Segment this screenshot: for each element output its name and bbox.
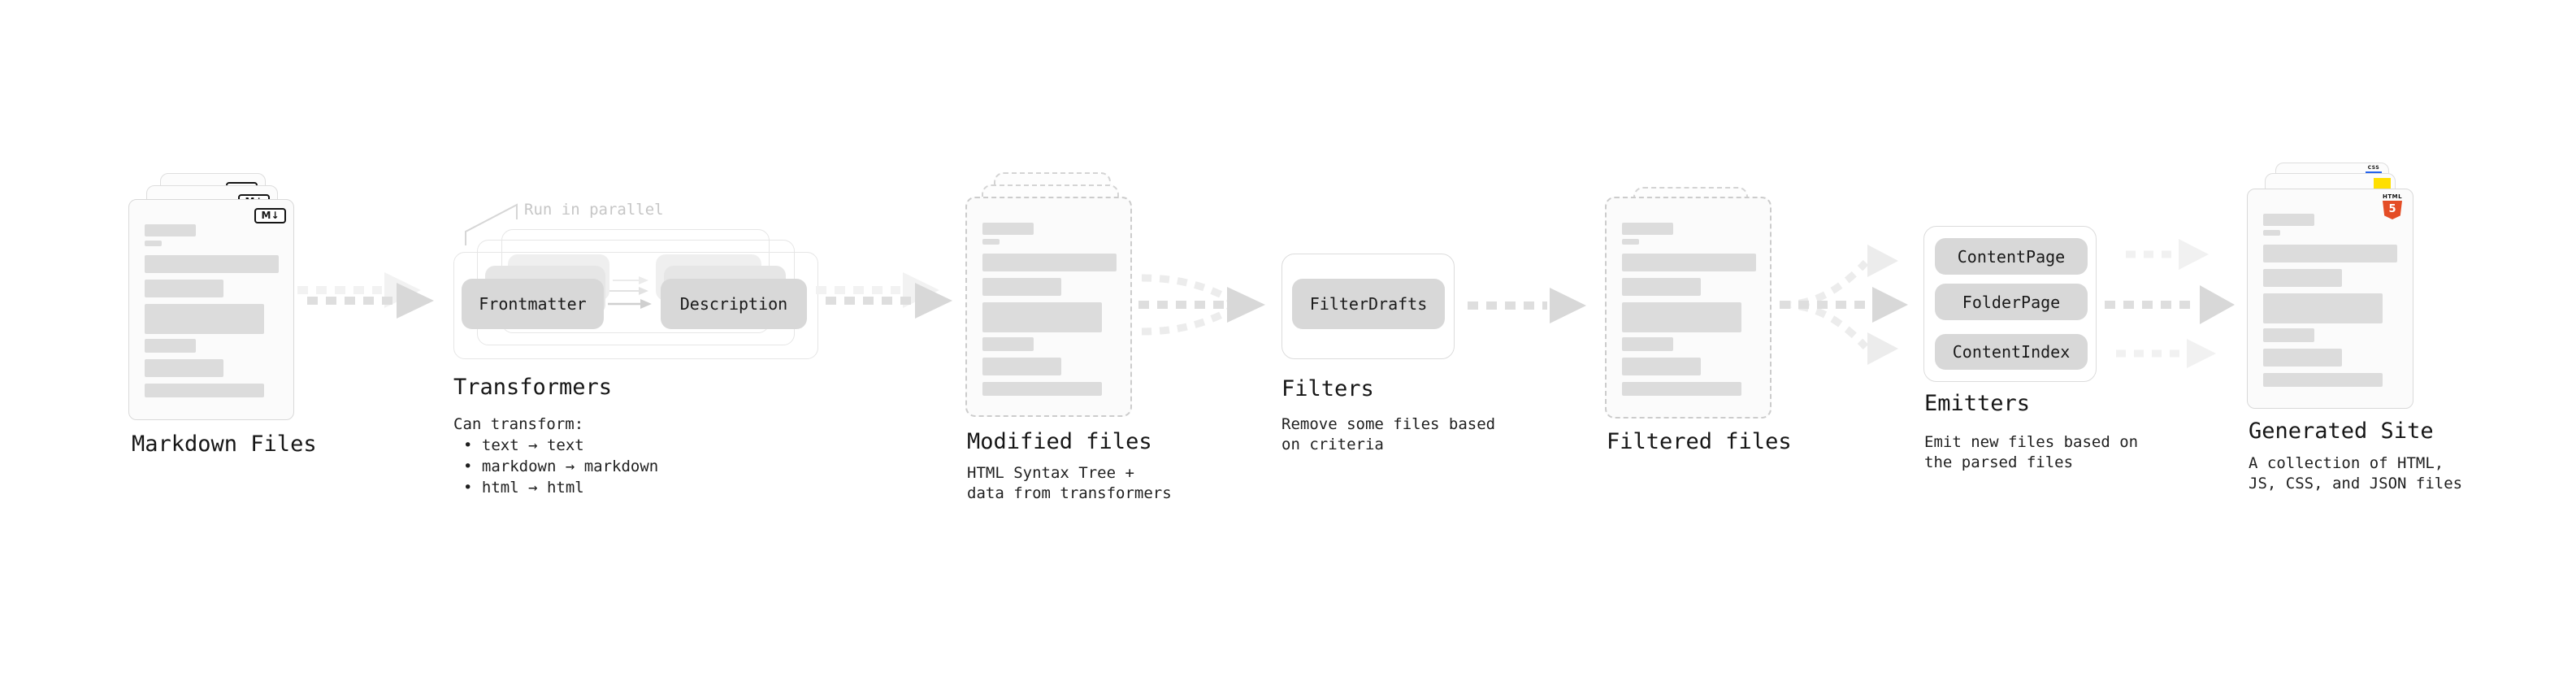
arrow-markdown-to-transformers-icon — [297, 272, 434, 319]
doc-content-placeholder — [982, 223, 1117, 396]
emitters-title: Emitters — [1924, 391, 2031, 416]
transformer-layer-front — [453, 252, 818, 359]
placeholder-bar — [1622, 337, 1673, 351]
doc-content-placeholder — [145, 224, 279, 397]
placeholder-bar — [145, 339, 196, 353]
run-in-parallel-label: Run in parallel — [524, 201, 664, 219]
placeholder-bar — [2263, 245, 2397, 262]
placeholder-bar — [145, 280, 223, 297]
placeholder-bar — [1622, 239, 1639, 245]
generated-site-description: A collection of HTML, JS, CSS, and JSON … — [2249, 454, 2463, 492]
markdown-icon: M↓ — [254, 208, 286, 223]
emitters-description: Emit new files based on the parsed files — [1924, 433, 2139, 471]
markdown-files-title: Markdown Files — [132, 432, 317, 457]
placeholder-bar — [982, 302, 1102, 332]
arrow-modified-to-filters-icon — [1138, 274, 1265, 336]
generated-html-file-card: HTML 5 — [2247, 189, 2413, 409]
transformers-description: Can transform: • text → text • markdown … — [453, 414, 658, 498]
placeholder-bar — [1622, 254, 1756, 271]
placeholder-bar — [1622, 302, 1741, 332]
modified-files-description: HTML Syntax Tree + data from transformer… — [967, 464, 1172, 502]
placeholder-bar — [145, 304, 264, 334]
placeholder-bar — [1622, 223, 1673, 235]
placeholder-bar — [982, 239, 1000, 245]
generated-site-group: CSS HTML 5 — [2247, 163, 2418, 414]
placeholder-bar — [982, 254, 1117, 271]
contentpage-node: ContentPage — [1935, 238, 2088, 275]
modified-files-group — [965, 172, 1136, 424]
transformers-title: Transformers — [453, 375, 613, 400]
placeholder-bar — [145, 224, 196, 236]
filtered-file-card-front — [1605, 197, 1772, 419]
placeholder-bar — [2263, 214, 2314, 226]
placeholder-bar — [145, 255, 279, 273]
html5-logo-icon: HTML 5 — [2382, 193, 2403, 219]
placeholder-bar — [145, 241, 162, 246]
placeholder-bar — [982, 382, 1102, 396]
placeholder-bar — [2263, 349, 2342, 367]
filters-title: Filters — [1281, 376, 1374, 401]
doc-content-placeholder — [1622, 223, 1756, 396]
arrow-emitters-to-generated-icon — [2105, 239, 2235, 368]
doc-content-placeholder — [2263, 214, 2397, 387]
folderpage-node: FolderPage — [1935, 284, 2088, 320]
transformers-intro: Can transform: — [453, 415, 584, 433]
placeholder-bar — [1622, 358, 1701, 375]
transform-bullet: • text → text — [463, 436, 584, 454]
placeholder-bar — [2263, 293, 2383, 323]
arrow-transformers-to-modified-icon — [816, 272, 952, 319]
emitters-panel: ContentPage FolderPage ContentIndex — [1923, 226, 2097, 382]
placeholder-bar — [2263, 230, 2280, 236]
placeholder-bar — [982, 358, 1061, 375]
javascript-file-icon — [2374, 178, 2391, 189]
arrow-filters-to-filtered-icon — [1468, 288, 1586, 323]
description-node: Description — [661, 279, 807, 329]
css-file-icon: CSS — [2366, 166, 2382, 174]
modified-files-title: Modified files — [967, 429, 1152, 454]
filters-description: Remove some files based on criteria — [1281, 415, 1496, 453]
placeholder-bar — [2263, 269, 2342, 287]
run-in-parallel-bracket-icon — [465, 203, 518, 245]
placeholder-bar — [982, 223, 1034, 235]
placeholder-bar — [2263, 328, 2314, 342]
placeholder-bar — [145, 384, 264, 397]
markdown-files-group: M↓ M↓ M↓ — [128, 163, 299, 423]
arrow-filtered-to-emitters-icon — [1780, 245, 1908, 365]
filtered-files-group — [1605, 187, 1776, 423]
modified-file-card-front — [965, 197, 1132, 417]
placeholder-bar — [982, 278, 1061, 296]
placeholder-bar — [1622, 278, 1701, 296]
markdown-file-card-front: M↓ — [128, 199, 294, 420]
placeholder-bar — [982, 337, 1034, 351]
placeholder-bar — [1622, 382, 1741, 396]
transform-bullet: • html → html — [463, 479, 584, 497]
transformer-step-arrows-icon — [608, 276, 652, 309]
placeholder-bar — [145, 359, 223, 377]
filtered-files-title: Filtered files — [1607, 429, 1792, 454]
frontmatter-node: Frontmatter — [462, 279, 604, 329]
contentindex-node: ContentIndex — [1935, 334, 2088, 370]
filterdrafts-node: FilterDrafts — [1292, 279, 1445, 329]
generated-site-title: Generated Site — [2249, 419, 2434, 444]
transform-bullet: • markdown → markdown — [463, 458, 659, 475]
placeholder-bar — [2263, 373, 2383, 387]
